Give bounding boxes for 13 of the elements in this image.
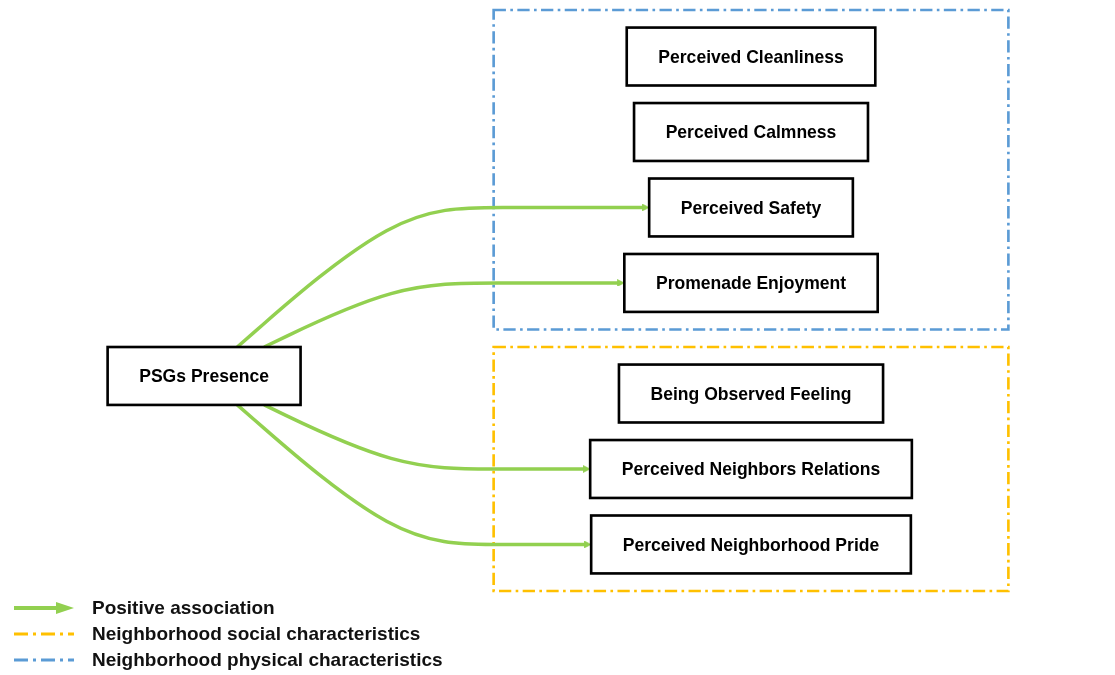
cluster — [491, 8, 1010, 331]
node-box: Perceived Calmness — [632, 101, 869, 162]
node-box: Perceived Neighbors Relations — [588, 438, 913, 499]
node-box: Perceived Cleanliness — [624, 25, 877, 87]
node-box: Perceived Neighborhood Pride — [589, 513, 912, 575]
cluster — [491, 345, 1010, 592]
legend-text: Positive association — [92, 597, 275, 619]
legend-text: Neighborhood physical characteristics — [92, 649, 443, 671]
node-box: Being Observed Feeling — [617, 362, 884, 424]
node-box: Promenade Enjoyment — [622, 252, 879, 313]
node-box: Perceived Safety — [647, 176, 854, 238]
legend-text: Neighborhood social characteristics — [92, 623, 421, 645]
node-box: PSGs Presence — [105, 345, 302, 406]
